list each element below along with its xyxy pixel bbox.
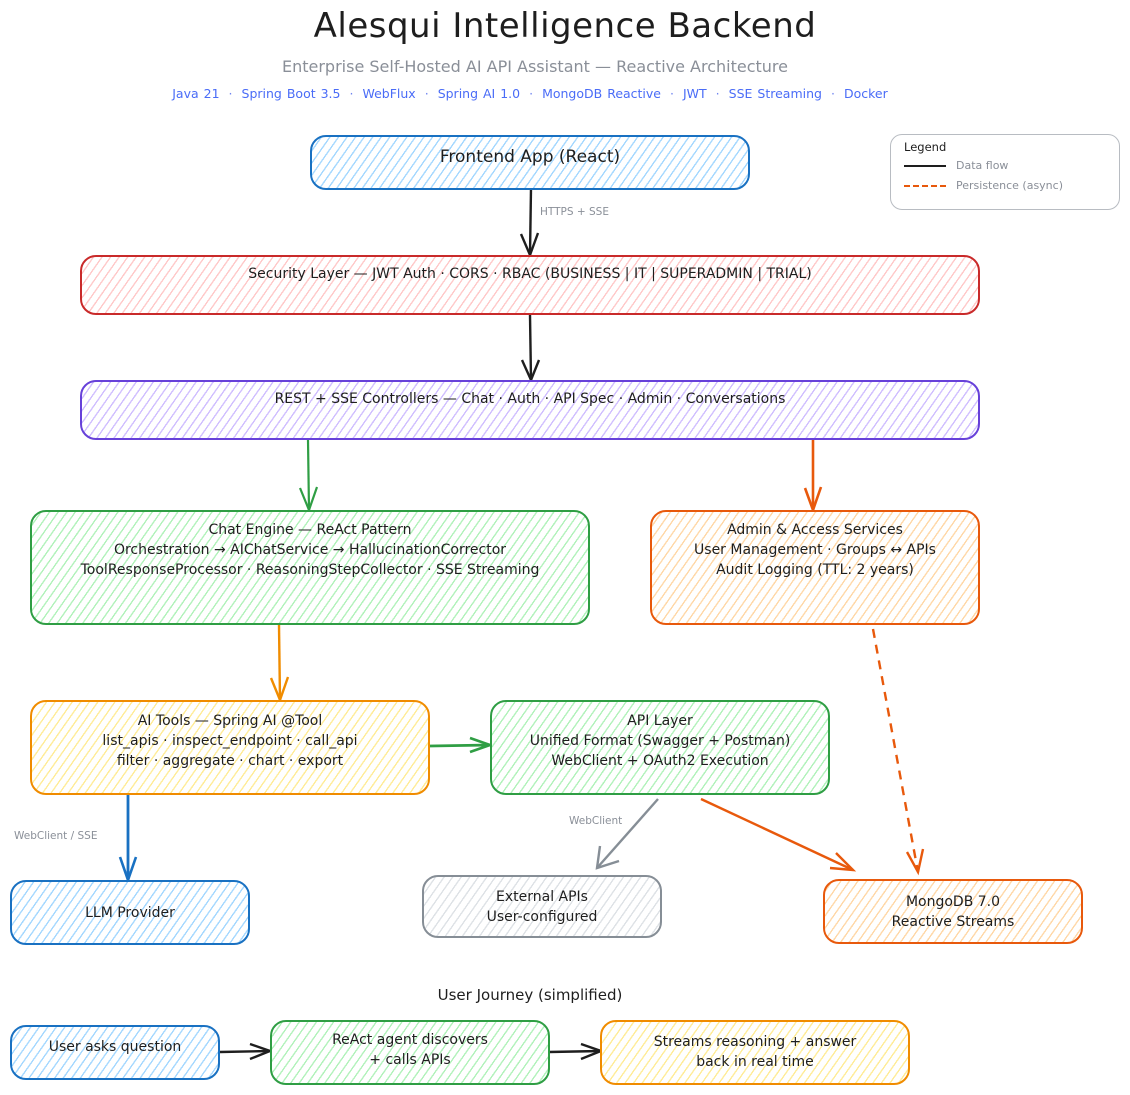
edge-api-layer-mongodb	[700, 797, 857, 872]
tech-stack-item: SSE Streaming	[728, 86, 822, 101]
node-label-line: Reactive Streams	[891, 913, 1015, 930]
edge-api-layer-external	[595, 798, 659, 870]
arrowhead-icon	[905, 848, 925, 876]
edge-label-webclient: WebClient	[569, 815, 623, 827]
journey-edge-1	[219, 1042, 274, 1061]
arrowhead-icon	[829, 852, 857, 872]
journey-step-1[interactable]: User asks question	[10, 1025, 220, 1080]
edge-controllers-chat-engine	[298, 439, 319, 514]
legend-label: Persistence (async)	[956, 179, 1063, 192]
node-label-title: External APIs	[496, 888, 588, 905]
node-security-layer[interactable]: Security Layer — JWT Auth · CORS · RBAC …	[80, 255, 980, 315]
journey-step-2[interactable]: ReAct agent discovers + calls APIs	[270, 1020, 550, 1085]
node-chat-engine[interactable]: Chat Engine — ReAct Pattern Orchestratio…	[30, 510, 590, 625]
tech-separator: ·	[715, 86, 720, 101]
node-label-title: API Layer	[627, 713, 693, 729]
node-label-line: Unified Format (Swagger + Postman)	[529, 733, 791, 749]
node-mongodb[interactable]: MongoDB 7.0 Reactive Streams	[823, 879, 1083, 944]
node-api-layer[interactable]: API Layer Unified Format (Swagger + Post…	[490, 700, 830, 795]
edge-line	[306, 439, 311, 511]
edge-line	[528, 314, 533, 381]
node-label-title: Chat Engine — ReAct Pattern	[208, 522, 412, 538]
tech-separator: ·	[670, 86, 674, 101]
diagram-title: Alesqui Intelligence Backend	[313, 6, 817, 46]
journey-title: User Journey (simplified)	[437, 986, 623, 1004]
node-label-line: User-configured	[486, 908, 598, 925]
node-external-apis[interactable]: External APIs User-configured	[422, 875, 662, 938]
edge-security-controllers	[520, 314, 541, 384]
solid-line-swatch	[904, 164, 946, 167]
tech-separator: ·	[349, 86, 354, 101]
node-ai-tools[interactable]: AI Tools — Spring AI @Tool list_apis · i…	[30, 700, 430, 795]
node-label-title: AI Tools — Spring AI @Tool	[137, 713, 323, 729]
edge-label-https-sse: HTTPS + SSE	[540, 206, 609, 218]
tech-stack-item: WebFlux	[362, 86, 416, 101]
legend-title: Legend	[904, 140, 947, 154]
journey-step-label: Streams reasoning + answer	[653, 1034, 857, 1050]
edge-ai-tools-llm	[118, 795, 138, 884]
tech-stack-item: MongoDB Reactive	[542, 86, 661, 101]
node-controllers[interactable]: REST + SSE Controllers — Chat · Auth · A…	[80, 380, 980, 440]
journey-step-3[interactable]: Streams reasoning + answer back in real …	[600, 1020, 910, 1085]
tech-separator: ·	[424, 86, 429, 101]
node-label-line: ToolResponseProcessor · ReasoningStepCol…	[80, 562, 540, 578]
node-llm-provider[interactable]: LLM Provider	[10, 880, 250, 945]
edge-line	[219, 1049, 271, 1054]
edge-ai-tools-api-layer	[429, 736, 494, 754]
node-label-line: Orchestration → AIChatService → Hallucin…	[113, 542, 507, 558]
node-label-line: list_apis · inspect_endpoint · call_api	[102, 733, 358, 749]
edge-line	[548, 1049, 602, 1054]
journey-step-label: User asks question	[48, 1038, 182, 1055]
edge-line	[528, 187, 533, 256]
node-label-line: Audit Logging (TTL: 2 years)	[716, 562, 914, 578]
diagram-subtitle: Enterprise Self-Hosted AI API Assistant …	[281, 57, 788, 76]
node-label-title: Admin & Access Services	[727, 522, 903, 538]
node-label-line: WebClient + OAuth2 Execution	[551, 753, 769, 769]
node-admin-services[interactable]: Admin & Access Services User Management …	[650, 510, 980, 625]
node-label-line: filter · aggregate · chart · export	[116, 753, 344, 769]
tech-stack-item: Docker	[843, 86, 888, 101]
arrowhead-icon	[595, 845, 620, 870]
edge-line	[429, 743, 491, 748]
edge-controllers-admin	[803, 440, 823, 514]
edge-frontend-security	[519, 187, 540, 259]
edge-chat-engine-ai-tools	[269, 624, 290, 704]
journey-step-label: ReAct agent discovers	[332, 1032, 488, 1048]
tech-stack-line: Java 21 · Spring Boot 3.5 · WebFlux · Spring A…	[0, 86, 1060, 101]
tech-stack-item: Spring AI 1.0	[437, 86, 521, 101]
legend-item-data-flow: Data flow	[904, 159, 1008, 172]
node-label-title: MongoDB 7.0	[905, 893, 1001, 910]
edge-line	[700, 797, 854, 872]
node-label-line: User Management · Groups ↔ APIs	[694, 542, 936, 558]
node-label: Frontend App (React)	[439, 146, 621, 167]
dashed-line-swatch	[904, 184, 946, 187]
legend-label: Data flow	[956, 159, 1009, 172]
tech-separator: ·	[830, 86, 835, 101]
legend: Legend Data flow Persistence (async)	[890, 134, 1120, 210]
node-frontend-app[interactable]: Frontend App (React)	[310, 135, 750, 190]
journey-step-label: + calls APIs	[369, 1052, 451, 1068]
edge-line	[596, 798, 659, 869]
edge-line	[871, 628, 920, 873]
tech-stack-item: Spring Boot 3.5	[241, 86, 341, 101]
tech-stack-item: Java 21	[172, 86, 220, 101]
node-label: LLM Provider	[85, 904, 175, 921]
node-label: Security Layer — JWT Auth · CORS · RBAC …	[248, 266, 812, 282]
tech-stack-item: JWT	[682, 86, 707, 101]
edge-label-webclient-sse: WebClient / SSE	[14, 830, 98, 842]
node-label: REST + SSE Controllers — Chat · Auth · A…	[274, 391, 786, 407]
journey-edge-2	[548, 1042, 605, 1061]
edge-admin-mongodb	[871, 628, 925, 876]
tech-separator: ·	[228, 86, 233, 101]
edge-line	[277, 624, 282, 701]
legend-item-persistence: Persistence (async)	[904, 179, 1063, 192]
tech-separator: ·	[529, 86, 534, 101]
journey-step-label: back in real time	[696, 1054, 814, 1070]
